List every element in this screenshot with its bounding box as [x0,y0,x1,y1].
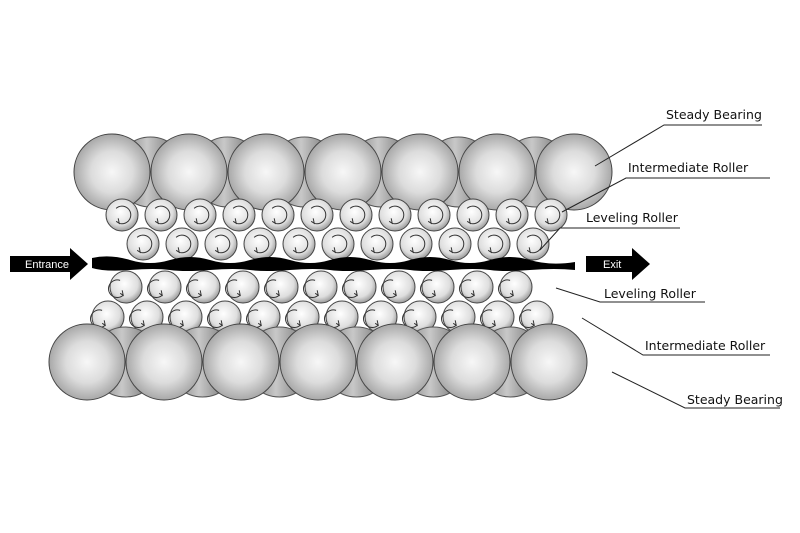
label-top-steady-bearing: Steady Bearing [666,107,762,122]
leader-bottom-intermediate-roller [581,317,770,356]
label-bottom-steady-bearing: Steady Bearing [687,392,783,407]
bottom-steady-bearing [356,323,434,401]
bottom-leveling-roller [342,270,377,304]
bottom-intermediate-roller [246,300,281,334]
bottom-steady-bearing [510,323,588,401]
label-top-intermediate-roller: Intermediate Roller [628,160,749,175]
top-steady-bearing [458,133,536,211]
top-leveling-roller [165,227,199,261]
entrance-arrow: Entrance [10,248,88,280]
bottom-leveling-roller [498,270,533,304]
metal-strip [92,256,575,271]
bottom-intermediate-roller [90,300,125,334]
top-steady-bearing [535,133,613,211]
bottom-leveling-roller [420,270,455,304]
top-intermediate-roller [300,198,334,232]
bottom-leveling-roller [108,270,143,304]
top-intermediate-roller [378,198,412,232]
bottom-leveling-roller [147,270,182,304]
top-intermediate-roller [105,198,139,232]
bottom-steady-bearing [433,323,511,401]
label-top-leveling-roller: Leveling Roller [586,210,679,225]
top-leveling-roller [516,227,550,261]
entrance-label: Entrance [25,259,69,271]
bottom-steady-bearing [279,323,357,401]
top-leveling-roller [282,227,316,261]
bottom-leveling-roller [225,270,260,304]
bottom-steady-bearing [202,323,280,401]
top-intermediate-roller [417,198,451,232]
top-leveling-roller [204,227,238,261]
top-intermediate-roller-row [105,198,568,232]
leader-lines [539,124,780,409]
bottom-leveling-roller [264,270,299,304]
bottom-intermediate-roller [480,300,515,334]
leader-bottom-leveling-roller [555,287,705,303]
top-steady-bearing-row [73,133,613,211]
top-leveling-roller [399,227,433,261]
bottom-leveling-roller [303,270,338,304]
label-bottom-intermediate-roller: Intermediate Roller [645,338,766,353]
leader-top-leveling-roller [539,227,680,251]
top-leveling-roller-row [126,227,550,261]
top-intermediate-roller [183,198,217,232]
top-intermediate-roller [261,198,295,232]
bottom-leveling-roller [459,270,494,304]
label-bottom-leveling-roller: Leveling Roller [604,286,697,301]
top-leveling-roller [477,227,511,261]
exit-label: Exit [603,259,621,271]
top-intermediate-roller [222,198,256,232]
top-leveling-roller [126,227,160,261]
top-leveling-roller [438,227,472,261]
top-intermediate-roller [495,198,529,232]
bottom-steady-bearing-row [48,323,588,401]
top-leveling-roller [360,227,394,261]
top-intermediate-roller [456,198,490,232]
exit-arrow: Exit [586,248,650,280]
bottom-leveling-roller [186,270,221,304]
bottom-leveling-roller [381,270,416,304]
leader-top-steady-bearing [594,124,762,167]
leader-top-intermediate-roller [561,177,770,213]
top-steady-bearing [73,133,151,211]
bottom-leveling-roller-row [108,270,533,304]
leader-bottom-steady-bearing [611,371,780,409]
top-leveling-roller [321,227,355,261]
top-intermediate-roller [534,198,568,232]
bottom-steady-bearing [125,323,203,401]
top-intermediate-roller [339,198,373,232]
bottom-steady-bearing [48,323,126,401]
top-intermediate-roller [144,198,178,232]
top-leveling-roller [243,227,277,261]
